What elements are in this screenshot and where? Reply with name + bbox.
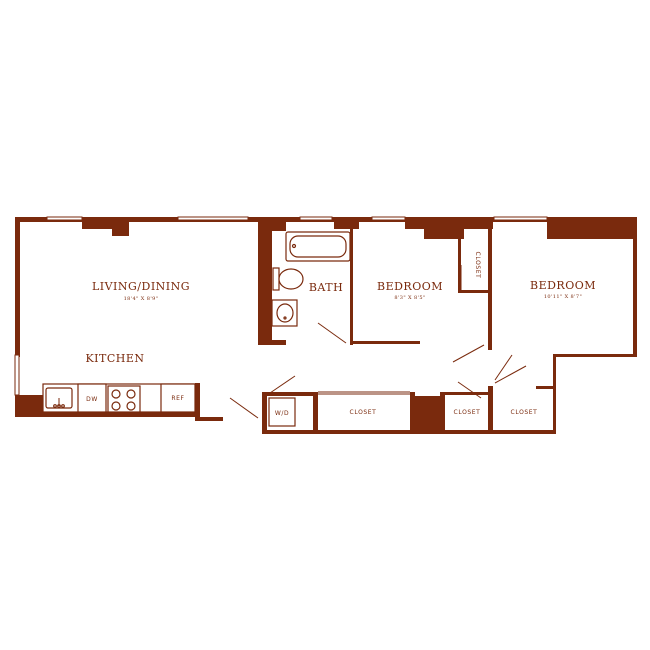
closet-main-label: CLOSET <box>350 409 377 416</box>
walls <box>15 217 637 434</box>
bedroom-1-label: BEDROOM <box>377 280 443 293</box>
closet-details <box>268 265 462 427</box>
kitchen-fixtures <box>42 383 196 413</box>
closet-bedroom-label: CLOSET <box>474 252 481 279</box>
dishwasher-label: DW <box>86 396 98 403</box>
living-dining-dims: 18'4" X 8'9" <box>124 296 159 302</box>
closet-center-label: CLOSET <box>454 409 481 416</box>
washer-dryer-label: W/D <box>275 410 289 417</box>
bath-fixtures <box>271 231 351 327</box>
bath-label: BATH <box>309 281 343 294</box>
kitchen-label: KITCHEN <box>85 352 144 365</box>
living-dining-label: LIVING/DINING <box>92 280 190 293</box>
dishwasher <box>77 383 107 413</box>
bedroom-2-dims: 10'11" X 8'7" <box>544 294 582 300</box>
washer-dryer <box>268 397 296 427</box>
refrigerator-label: REF <box>171 395 184 402</box>
bedroom-1-dims: 8'3" X 8'5" <box>394 295 425 301</box>
closet-right-label: CLOSET <box>511 409 538 416</box>
bedroom-2-label: BEDROOM <box>530 279 596 292</box>
windows <box>14 216 548 396</box>
doors <box>229 322 527 419</box>
toilet <box>272 267 280 291</box>
refrigerator <box>160 383 196 413</box>
